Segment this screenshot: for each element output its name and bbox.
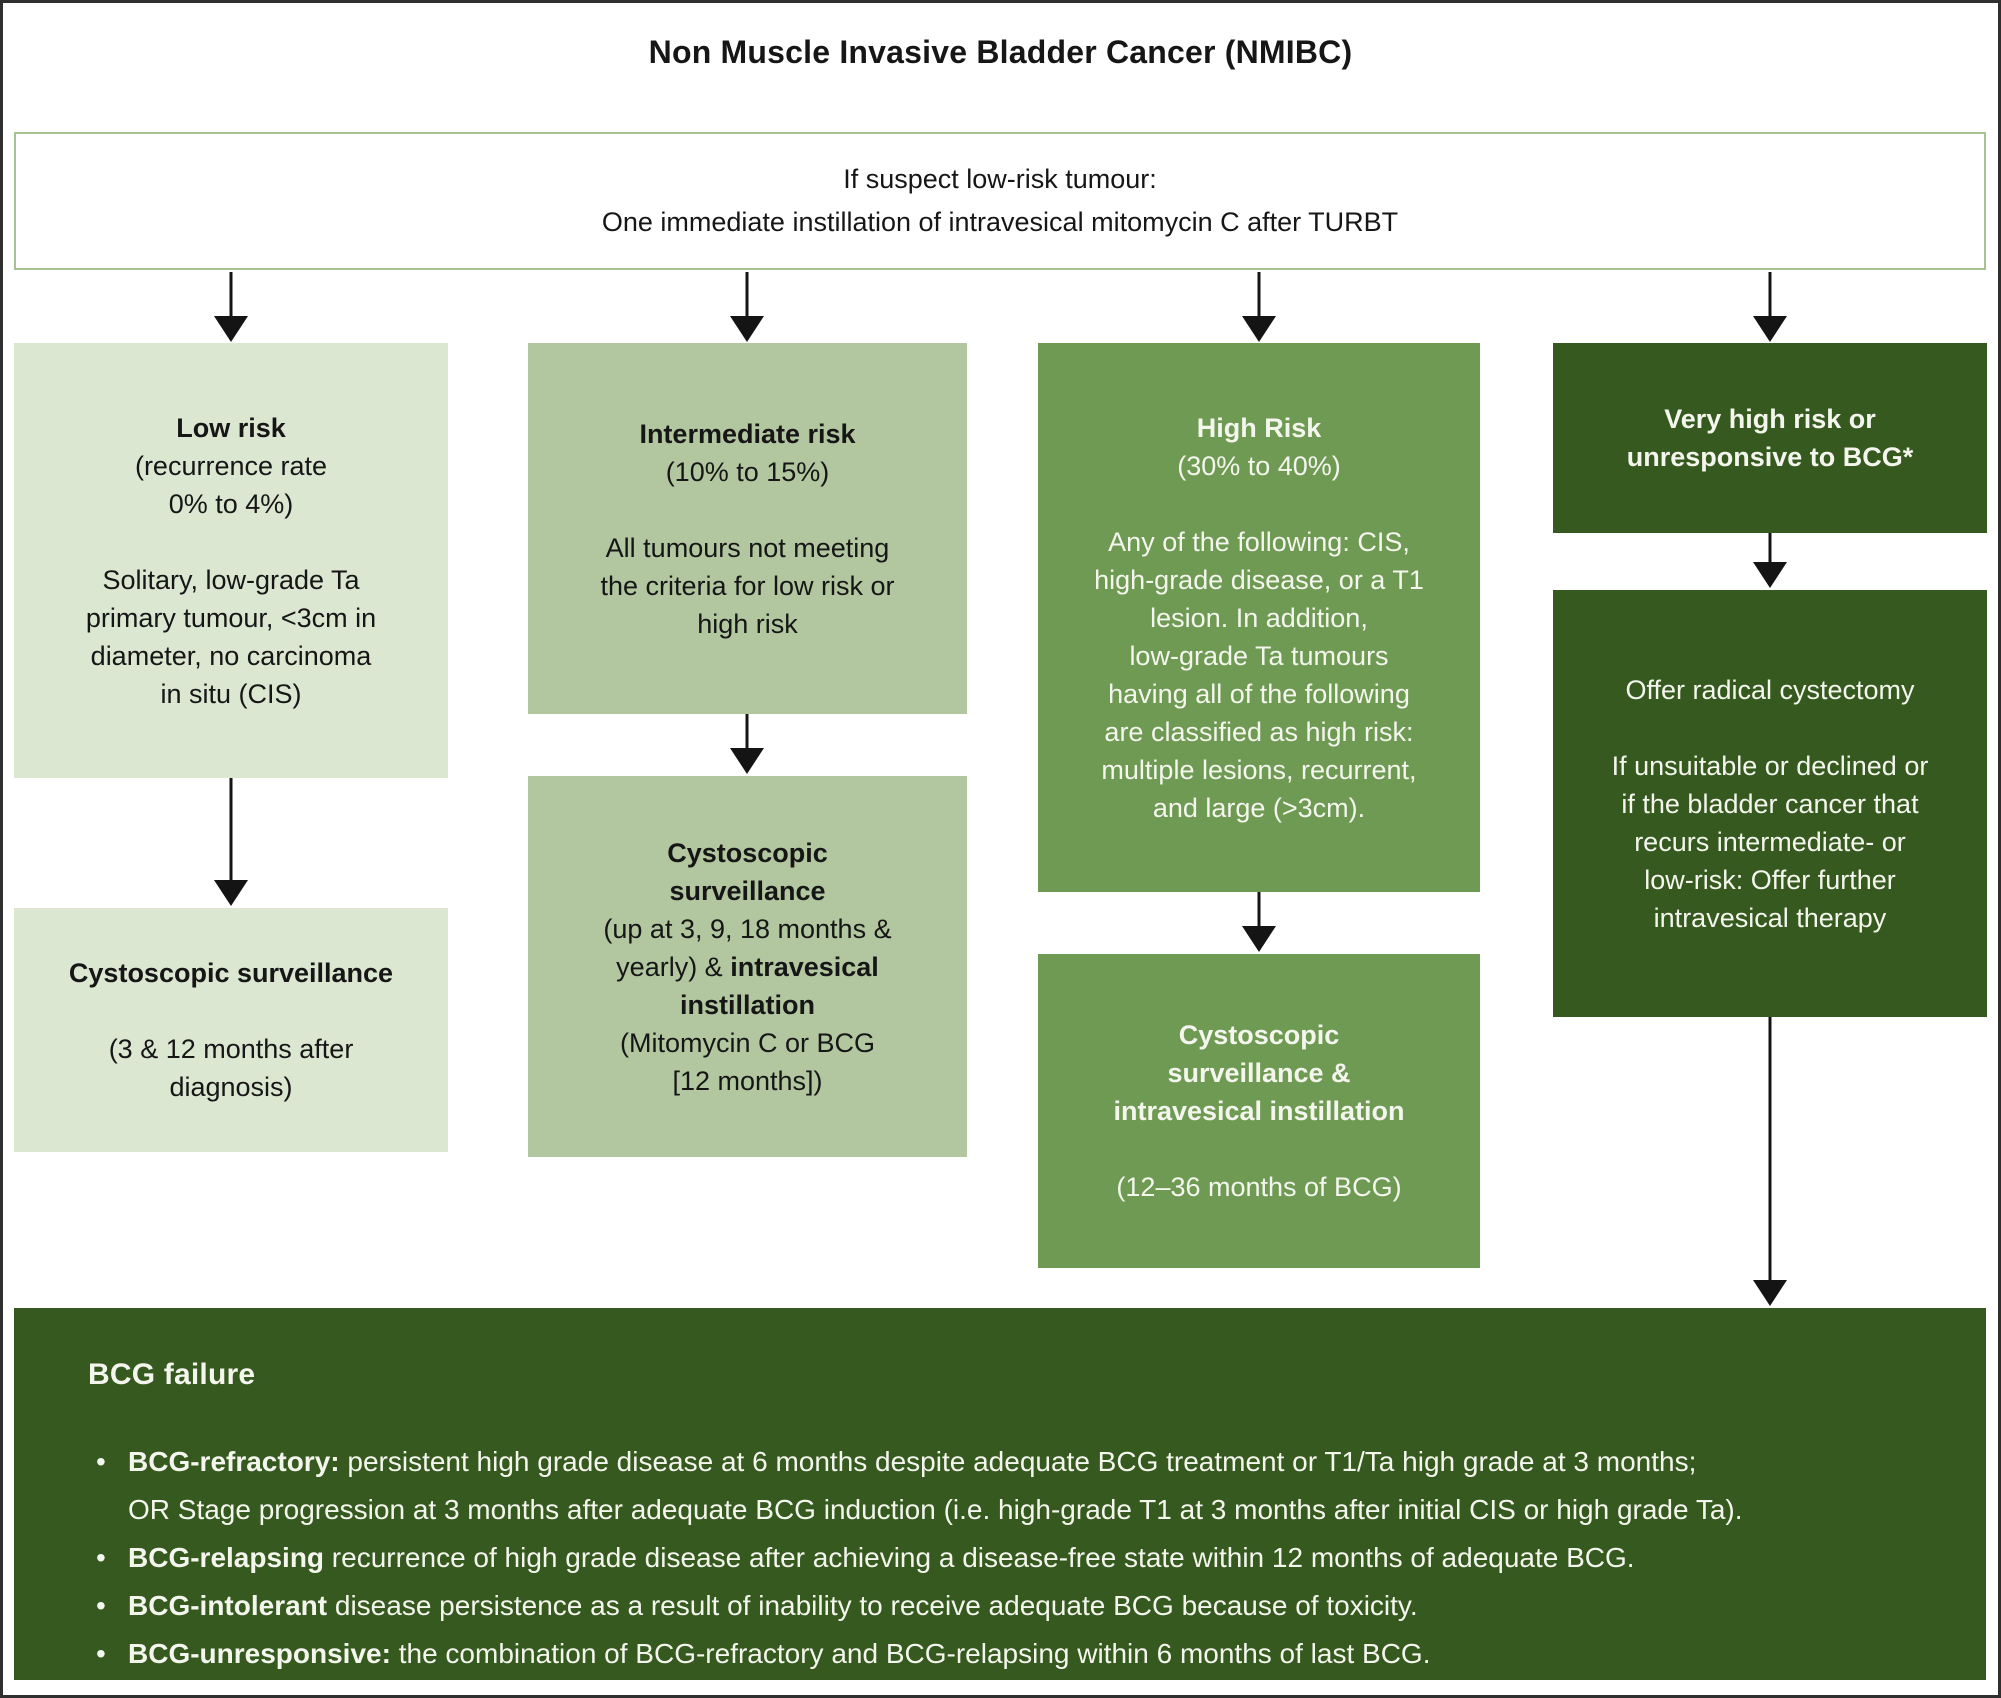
bcg-bullet-relapsing: BCG-relapsing recurrence of high grade d… bbox=[88, 1534, 1926, 1582]
arrow-head-icon bbox=[1242, 926, 1276, 952]
risk-box-high-title: High Risk bbox=[1196, 412, 1322, 443]
flow-arrow-to-very-high bbox=[1752, 272, 1788, 342]
bullet-lead: BCG-intolerant bbox=[128, 1590, 328, 1621]
arrow-head-icon bbox=[1753, 316, 1787, 342]
arrow-shaft bbox=[1768, 272, 1772, 318]
high-followup-title: Cystoscopic surveillance & intravesical … bbox=[1113, 1020, 1405, 1126]
flow-arrow-very-high-followup bbox=[1752, 533, 1788, 588]
risk-box-intermediate: Intermediate risk (10% to 15%) All tumou… bbox=[528, 343, 967, 714]
low-followup-box: Cystoscopic surveillance (3 & 12 months … bbox=[14, 908, 448, 1152]
bullet-lead: BCG-refractory: bbox=[128, 1446, 340, 1477]
risk-box-very-high-title: Very high risk or unresponsive to BCG* bbox=[1626, 404, 1914, 472]
bullet-text: the combination of BCG-refractory and BC… bbox=[390, 1638, 1431, 1669]
arrow-shaft bbox=[1257, 892, 1261, 928]
bullet-text: disease persistence as a result of inabi… bbox=[327, 1590, 1418, 1621]
arrow-shaft bbox=[1768, 1017, 1772, 1282]
flow-arrow-high-followup bbox=[1241, 892, 1277, 952]
flow-arrow-low-followup bbox=[213, 778, 249, 906]
risk-box-intermediate-text: Intermediate risk (10% to 15%) All tumou… bbox=[600, 415, 894, 643]
arrow-head-icon bbox=[730, 316, 764, 342]
intermediate-followup-body-1: (up at 3, 9, 18 months & yearly) & bbox=[603, 913, 892, 982]
very-high-followup-text: Offer radical cystectomy If unsuitable o… bbox=[1611, 674, 1929, 933]
bcg-bullet-refractory: BCG-refractory: persistent high grade di… bbox=[88, 1438, 1926, 1534]
bcg-failure-heading: BCG failure bbox=[88, 1358, 256, 1391]
arrow-head-icon bbox=[1753, 1280, 1787, 1306]
intermediate-followup-bold-2: intravesical instillation bbox=[679, 951, 879, 1020]
arrow-shaft bbox=[745, 714, 749, 750]
arrow-head-icon bbox=[1242, 316, 1276, 342]
intermediate-followup-title: Cystoscopic surveillance bbox=[667, 837, 828, 906]
bcg-bullet-intolerant: BCG-intolerant disease persistence as a … bbox=[88, 1582, 1926, 1630]
bcg-failure-list: BCG-refractory: persistent high grade di… bbox=[88, 1438, 1926, 1678]
flow-arrow-to-bcg-failure bbox=[1752, 1017, 1788, 1306]
low-followup-title: Cystoscopic surveillance bbox=[68, 958, 394, 988]
risk-box-very-high: Very high risk or unresponsive to BCG* bbox=[1553, 343, 1987, 533]
arrow-head-icon bbox=[214, 880, 248, 906]
risk-box-low-text: Low risk (recurrence rate 0% to 4%) Soli… bbox=[86, 409, 376, 713]
arrow-shaft bbox=[1768, 533, 1772, 564]
bullet-text: persistent high grade disease at 6 month… bbox=[128, 1446, 1743, 1525]
instruction-line-2: One immediate instillation of intravesic… bbox=[601, 207, 1399, 237]
bullet-lead: BCG-unresponsive: bbox=[128, 1638, 391, 1669]
instruction-line-1: If suspect low-risk tumour: bbox=[843, 164, 1157, 194]
risk-box-intermediate-title: Intermediate risk bbox=[639, 418, 856, 449]
low-followup-text: Cystoscopic surveillance (3 & 12 months … bbox=[69, 954, 393, 1106]
risk-box-low-title: Low risk bbox=[176, 412, 286, 443]
page-title: Non Muscle Invasive Bladder Cancer (NMIB… bbox=[648, 34, 1353, 70]
risk-box-high-body: (30% to 40%) Any of the following: CIS, … bbox=[1094, 450, 1424, 823]
low-followup-body: (3 & 12 months after diagnosis) bbox=[108, 1034, 354, 1102]
arrow-shaft bbox=[1257, 272, 1261, 318]
high-followup-box: Cystoscopic surveillance & intravesical … bbox=[1038, 954, 1480, 1268]
arrow-shaft bbox=[745, 272, 749, 318]
flow-arrow-to-intermediate bbox=[729, 272, 765, 342]
bullet-lead: BCG-relapsing bbox=[128, 1542, 325, 1573]
intermediate-followup-body-2: (Mitomycin C or BCG [12 months]) bbox=[619, 1027, 875, 1096]
arrow-head-icon bbox=[1753, 562, 1787, 588]
arrow-head-icon bbox=[730, 748, 764, 774]
very-high-followup-box: Offer radical cystectomy If unsuitable o… bbox=[1553, 590, 1987, 1017]
risk-box-high-text: High Risk (30% to 40%) Any of the follow… bbox=[1094, 409, 1424, 827]
bullet-text: recurrence of high grade disease after a… bbox=[324, 1542, 1635, 1573]
arrow-shaft bbox=[229, 272, 233, 318]
bcg-bullet-unresponsive: BCG-unresponsive: the combination of BCG… bbox=[88, 1630, 1926, 1678]
arrow-shaft bbox=[229, 778, 233, 882]
risk-box-intermediate-body: (10% to 15%) All tumours not meeting the… bbox=[600, 456, 895, 639]
high-followup-text: Cystoscopic surveillance & intravesical … bbox=[1113, 1016, 1404, 1206]
flow-arrow-to-high bbox=[1241, 272, 1277, 342]
high-followup-body: (12–36 months of BCG) bbox=[1116, 1172, 1402, 1202]
intermediate-followup-box: Cystoscopic surveillance (up at 3, 9, 18… bbox=[528, 776, 967, 1157]
instruction-box: If suspect low-risk tumour: One immediat… bbox=[14, 132, 1986, 270]
risk-box-high: High Risk (30% to 40%) Any of the follow… bbox=[1038, 343, 1480, 892]
risk-box-low-body: (recurrence rate 0% to 4%) Solitary, low… bbox=[85, 450, 377, 709]
arrow-head-icon bbox=[214, 316, 248, 342]
bcg-failure-box: BCG failure BCG-refractory: persistent h… bbox=[14, 1308, 1986, 1680]
intermediate-followup-text: Cystoscopic surveillance (up at 3, 9, 18… bbox=[603, 834, 891, 1100]
flow-arrow-intermediate-followup bbox=[729, 714, 765, 774]
flow-arrow-to-low bbox=[213, 272, 249, 342]
risk-box-low: Low risk (recurrence rate 0% to 4%) Soli… bbox=[14, 343, 448, 778]
